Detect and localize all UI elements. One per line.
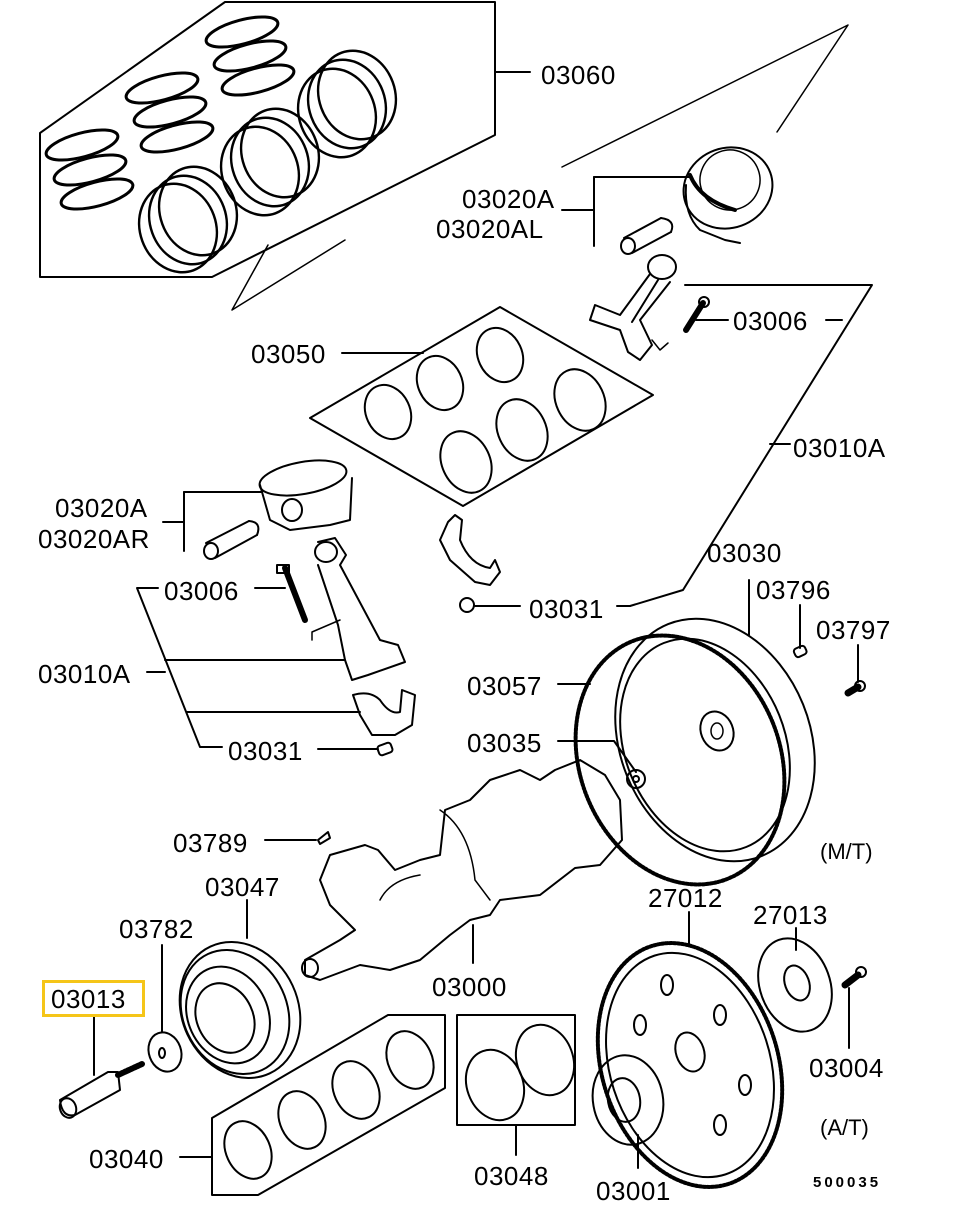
label-03013[interactable]: 03013 (51, 984, 126, 1014)
flywheel-bolt (848, 681, 865, 693)
label-03782[interactable]: 03782 (119, 914, 194, 944)
thick-rings (127, 40, 408, 284)
thin-rings (43, 11, 297, 215)
crank-adapter-03001 (586, 1050, 671, 1151)
leader-03010A-right (630, 285, 872, 606)
left-piston-group[interactable] (163, 455, 352, 559)
piston-left (257, 455, 352, 530)
rod-nut-upper (460, 598, 474, 612)
label-03050[interactable]: 03050 (251, 339, 326, 369)
pulley-bolt (60, 1072, 120, 1115)
ring-gear-27012 (568, 919, 813, 1210)
label-03047[interactable]: 03047 (205, 872, 280, 902)
bearing-set-outline (310, 307, 653, 506)
bracket-03020A-top (562, 177, 690, 210)
bearing-shells (356, 320, 615, 501)
thrust-washer-group[interactable] (456, 1015, 583, 1155)
label-03031-left[interactable]: 03031 (228, 736, 303, 766)
rod-nut-left (377, 742, 394, 756)
bracket-03010A-left (137, 588, 222, 747)
pulley-bolt-group[interactable] (57, 1017, 142, 1120)
crankshaft-group[interactable] (265, 760, 622, 980)
label-03020AL[interactable]: 03020AL (436, 214, 544, 244)
rod-bolt-upper (686, 297, 709, 330)
piston-pin-left (204, 521, 258, 559)
label-03000[interactable]: 03000 (432, 972, 507, 1002)
woodruff-key (318, 832, 330, 844)
variant-manual-note: (M/T) (820, 839, 873, 864)
dowel-pin (793, 645, 808, 658)
label-03010A-left[interactable]: 03010A (38, 659, 131, 689)
connecting-rod-upper (590, 255, 676, 360)
piston-pin-upper (621, 218, 672, 254)
upper-connecting-rod-group[interactable] (590, 255, 872, 606)
label-03060[interactable]: 03060 (541, 60, 616, 90)
piston-upper (672, 135, 784, 243)
main-bearing-set-outline (212, 1015, 445, 1195)
label-03004[interactable]: 03004 (809, 1053, 884, 1083)
label-03040[interactable]: 03040 (89, 1144, 164, 1174)
drive-plate-bolt (845, 967, 866, 985)
leader-03035 (558, 741, 636, 772)
pulley-washer-group[interactable] (143, 945, 187, 1076)
upper-rod-cap-group[interactable] (440, 515, 630, 612)
label-27012[interactable]: 27012 (648, 883, 723, 913)
label-03001[interactable]: 03001 (596, 1176, 671, 1206)
label-03010A-right[interactable]: 03010A (793, 433, 886, 463)
ring-gear-03057 (539, 604, 820, 916)
label-03789[interactable]: 03789 (173, 828, 248, 858)
flywheel-rim (590, 613, 821, 877)
con-rod-bearing-set-group[interactable] (310, 307, 653, 506)
rod-zigzag-upper (652, 340, 668, 350)
piston-ring-set-group[interactable] (40, 2, 530, 283)
crank-pulley-group[interactable] (158, 900, 322, 1098)
thrust-washer-2 (506, 1017, 583, 1104)
thrust-washer-1 (456, 1042, 533, 1129)
drive-plate-at-group[interactable] (568, 912, 866, 1210)
figure-code: 500035 (813, 1174, 882, 1191)
label-03020AR[interactable]: 03020AR (38, 524, 150, 554)
label-03031-right[interactable]: 03031 (529, 594, 604, 624)
label-03020A-left[interactable]: 03020A (55, 493, 148, 523)
flywheel-hub (695, 706, 740, 755)
callout-wedge-lower (232, 240, 345, 310)
connecting-rod-left (312, 538, 405, 680)
main-bearing-set-group[interactable] (180, 1015, 445, 1195)
variant-automatic-note: (A/T) (820, 1115, 869, 1140)
upper-piston-group[interactable] (232, 25, 848, 310)
label-03006-left[interactable]: 03006 (164, 576, 239, 606)
label-27013[interactable]: 27013 (753, 900, 828, 930)
rod-cap-left (353, 690, 415, 735)
drive-plate (578, 931, 801, 1199)
piston-ring-set-outline (40, 2, 495, 277)
label-03057[interactable]: 03057 (467, 671, 542, 701)
main-bearing-shells (215, 1024, 442, 1187)
pulley-outer (158, 922, 322, 1098)
pilot-bushing (627, 770, 645, 788)
washer (143, 1028, 187, 1077)
rod-bolt-left (277, 565, 305, 620)
highlight-box-03013 (42, 980, 145, 1017)
crankshaft (305, 760, 622, 980)
callout-wedge (562, 25, 848, 167)
label-03030[interactable]: 03030 (707, 538, 782, 568)
label-03796[interactable]: 03796 (756, 575, 831, 605)
adapter-plate-27013 (746, 928, 845, 1042)
bracket-03020A-left (163, 492, 262, 522)
label-03020A-top[interactable]: 03020A (462, 184, 555, 214)
flywheel-mt-group[interactable] (539, 580, 865, 916)
left-connecting-rod-group[interactable] (137, 538, 415, 756)
label-03006-top[interactable]: 03006 (733, 306, 808, 336)
rod-cap-upper (440, 515, 500, 585)
label-03797[interactable]: 03797 (816, 615, 891, 645)
label-03035[interactable]: 03035 (467, 728, 542, 758)
label-03048[interactable]: 03048 (474, 1161, 549, 1191)
drive-plate-holes (634, 975, 751, 1135)
